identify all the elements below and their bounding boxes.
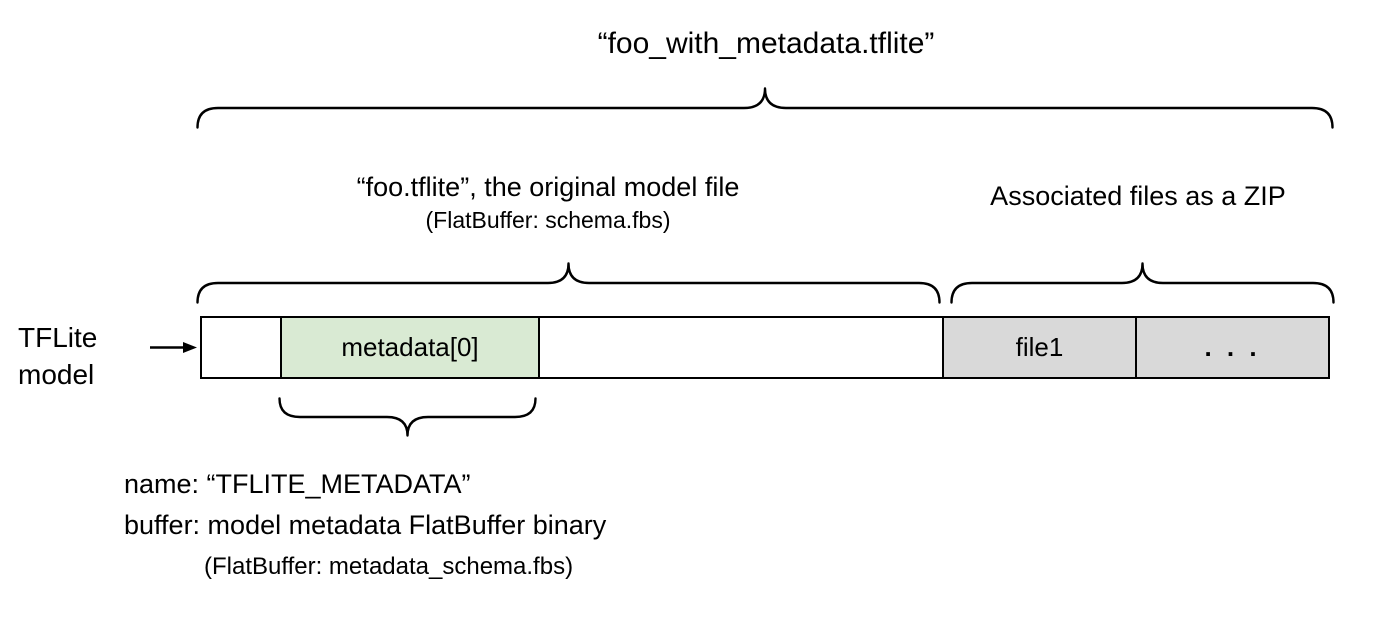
tflite-model-label: TFLite model	[18, 319, 97, 393]
zip-files-brace	[950, 262, 1335, 304]
associated-files-label: Associated files as a ZIP	[990, 181, 1286, 211]
metadata-brace	[278, 397, 537, 437]
metadata-annotation: name: “TFLITE_METADATA” buffer: model me…	[124, 464, 606, 587]
bar-segment-more-files: . . .	[1135, 318, 1328, 377]
metadata-annotation-buffer: buffer: model metadata FlatBuffer binary	[124, 510, 607, 540]
model-file-label-line1: “foo.tflite”, the original model file	[356, 172, 740, 202]
model-file-label: “foo.tflite”, the original model file (F…	[357, 170, 740, 236]
tflite-model-label-line1: TFLite	[18, 322, 98, 353]
bar-segment-file1: file1	[942, 318, 1135, 377]
bar-segment-metadata: metadata[0]	[280, 318, 538, 377]
metadata-annotation-schema: (FlatBuffer: metadata_schema.fbs)	[204, 553, 574, 580]
model-bar: metadata[0] file1 . . .	[200, 316, 1330, 379]
bar-segment-model-body	[538, 318, 942, 377]
right-arrow-icon	[150, 342, 197, 353]
whole-file-brace	[196, 87, 1334, 129]
model-file-brace	[196, 262, 941, 304]
bar-segment-header	[202, 318, 280, 377]
diagram-title: “foo_with_metadata.tflite”	[597, 27, 935, 60]
model-file-label-line2: (FlatBuffer: schema.fbs)	[425, 207, 671, 233]
tflite-model-label-line2: model	[18, 359, 95, 390]
metadata-annotation-name: name: “TFLITE_METADATA”	[124, 469, 471, 499]
